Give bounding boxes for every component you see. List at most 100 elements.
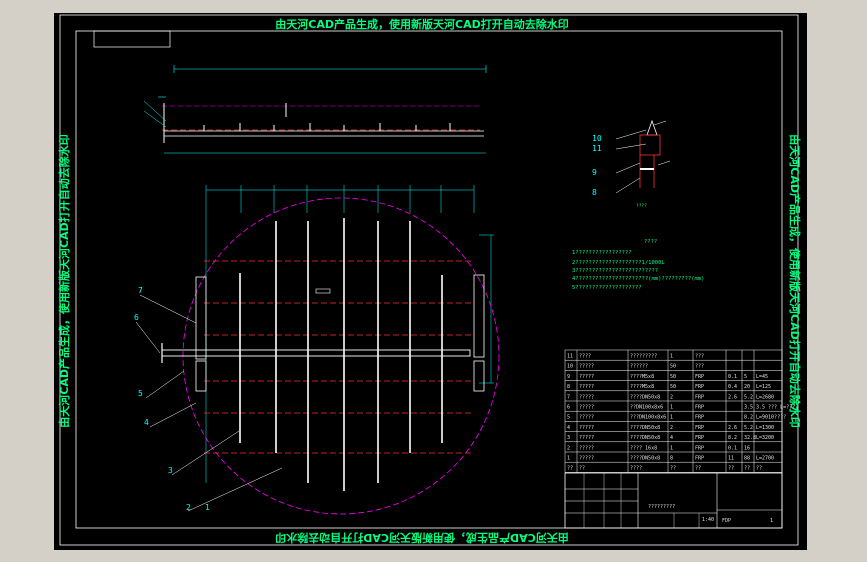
notes-line-3: 3????????????????????????? [572,268,658,274]
detail-label: ???? [636,203,647,209]
parts-cell-no: 10 [567,364,573,370]
side-elevation-view [143,65,487,154]
watermark-right: 由天河CAD产品生成，使用新版天河CAD打开自动去除水印 [788,134,802,427]
parts-cell-qty: 50 [670,384,676,390]
parts-cell-spec: ????DN50x8 [630,435,660,441]
parts-cell-qty: 50 [670,364,676,370]
parts-cell-no: 9 [567,374,570,380]
parts-cell-note: L=2680 [756,394,774,400]
cad-drawing[interactable]: 由天河CAD产品生成，使用新版天河CAD打开自动去除水印 由天河CAD产品生成，… [54,13,807,550]
inner-frame [75,30,783,529]
balloon-2: 2 [186,503,191,512]
watermark-left: 由天河CAD产品生成，使用新版天河CAD打开自动去除水印 [57,134,71,427]
parts-cell-mat: ??? [695,364,704,370]
parts-cell-w2: 32.8 [744,435,756,441]
plan-balloons: 7 6 5 4 3 2 1 [134,286,283,512]
balloon-5: 5 [138,389,143,398]
parts-cell-mat: FRP [695,435,704,441]
cad-viewport[interactable]: 由天河CAD产品生成，使用新版天河CAD打开自动去除水印 由天河CAD产品生成，… [54,13,807,550]
parts-cell-name: ????? [579,445,594,451]
balloon-7: 7 [138,286,143,295]
parts-cell-w2: 3.5 [744,405,753,411]
parts-cell-name: ????? [579,415,594,421]
parts-cell-qty: 2 [670,425,673,431]
parts-cell-mat: FRP [695,394,704,400]
parts-cell-mat: FRP [695,384,704,390]
parts-cell-w2: 5.2 [744,394,753,400]
balloon-6: 6 [134,313,139,322]
parts-cell-spec: ????M5x8 [630,384,654,390]
parts-cell-no: 2 [567,445,570,451]
parts-cell-note: 3.5 ??? L=??? [756,405,795,411]
parts-cell-no: 11 [567,354,573,360]
parts-cell-mat: ?? [695,466,701,472]
parts-cell-note: L=2700 [756,456,774,462]
parts-cell-w1: 0.1 [728,445,737,451]
parts-cell-qty: ?? [670,466,676,472]
parts-cell-name: ?? [579,466,585,472]
balloon-9: 9 [592,168,597,177]
parts-cell-mat: FRP [695,456,704,462]
parts-cell-spec: ????????? [630,354,657,360]
outer-frame [59,14,799,546]
parts-cell-no: 8 [567,384,570,390]
parts-cell-spec: ???? 16x8 [630,445,657,451]
parts-cell-no: 1 [567,456,570,462]
drawing-name: ????????? [648,504,675,510]
balloon-4: 4 [144,418,149,427]
parts-cell-qty: 8 [670,456,673,462]
parts-cell-w2: 16 [744,445,750,451]
parts-cell-name: ????? [579,394,594,400]
parts-cell-w1: 2.6 [728,425,737,431]
corner-box [93,30,171,48]
parts-cell-w2: 88 [744,456,750,462]
parts-cell-note: L=45 [756,374,768,380]
sheet-number: 1 [770,518,773,524]
parts-cell-qty: 50 [670,374,676,380]
notes-title: ???? [644,239,657,245]
parts-cell-w1: 8.2 [728,435,737,441]
parts-cell-qty: 1 [670,415,673,421]
balloon-3: 3 [168,466,173,475]
parts-cell-no: 6 [567,405,570,411]
parts-cell-name: ????? [579,435,594,441]
parts-cell-spec: ????DN50x8 [630,425,660,431]
parts-cell-name: ????? [579,456,594,462]
parts-cell-no: 4 [567,425,570,431]
watermark-top: 由天河CAD产品生成，使用新版天河CAD打开自动去除水印 [275,17,568,31]
parts-cell-name: ????? [579,384,594,390]
parts-cell-w2: 5 [744,374,747,380]
notes-line-2: 2????????????????????1/1000L [572,260,665,266]
parts-cell-no: 7 [567,394,570,400]
plan-view [161,185,500,515]
parts-cell-note: L=1300 [756,425,774,431]
parts-cell-no: 3 [567,435,570,441]
notes-line-1: 1????????????????? [572,250,632,256]
title-block: ????????? 1:40 FDP 1 [564,472,783,529]
watermark-bottom: 由天河CAD产品生成，使用新版天河CAD打开自动去除水印 [275,531,568,545]
balloon-11: 11 [592,144,602,153]
parts-cell-spec: ??DN100x8x6 [630,405,663,411]
parts-cell-mat: FRP [695,374,704,380]
parts-cell-spec: ????DN50x8 [630,394,660,400]
nozzle-detail: 10 11 9 8 ???? [592,119,671,209]
notes-line-5: 5???????????????????? [572,285,642,291]
parts-cell-w2: 5.2 [744,425,753,431]
drawing-number: FDP [722,518,731,524]
balloon-10: 10 [592,134,602,143]
balloon-1: 1 [205,503,210,512]
balloon-8: 8 [592,188,597,197]
parts-cell-name: ????? [579,425,594,431]
parts-cell-spec: ???? [630,466,642,472]
parts-cell-qty: 4 [670,435,673,441]
parts-cell-note: L=3200 [756,435,774,441]
parts-cell-note: L=125 [756,384,771,390]
parts-cell-mat: ??? [695,354,704,360]
parts-cell-spec: ???DN100x8x6 [630,415,666,421]
parts-cell-note: ?? [756,466,762,472]
parts-cell-w2: ?? [744,466,750,472]
parts-cell-w1: ?? [728,466,734,472]
parts-cell-spec: ????DN50x8 [630,456,660,462]
notes-line-4: 4??????????????????????(mm)?????????(mm) [572,276,704,282]
parts-cell-name: ????? [579,374,594,380]
